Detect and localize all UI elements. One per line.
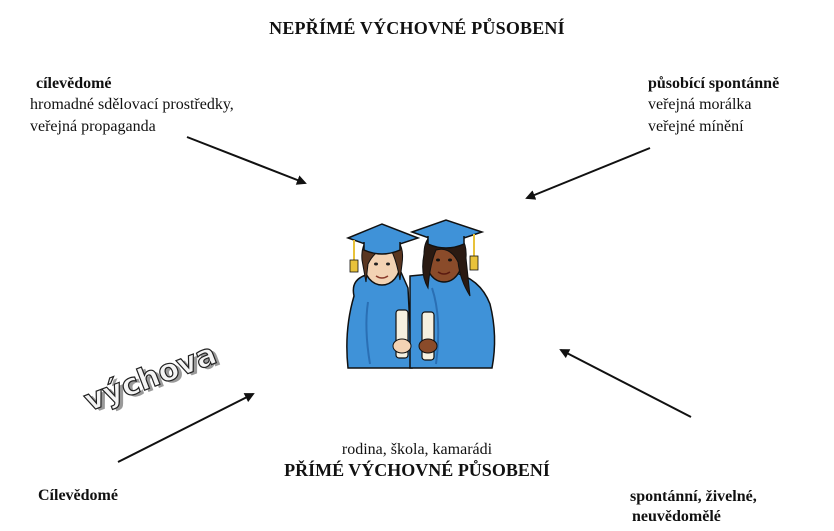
top-right-block: působící spontánně veřejná morálka veřej… xyxy=(648,74,779,138)
arrow-icon xyxy=(559,349,692,418)
top-left-line: veřejná propaganda xyxy=(30,118,156,135)
top-right-line: veřejné mínění xyxy=(648,118,744,135)
bottom-right-line: spontánní, živelné, xyxy=(630,488,757,505)
page-title-indirect: NEPŘÍMÉ VÝCHOVNÉ PŮSOBENÍ xyxy=(269,18,565,38)
graduates-clipart-icon xyxy=(345,219,496,369)
page-title-direct: PŘÍMÉ VÝCHOVNÉ PŮSOBENÍ xyxy=(284,460,550,480)
direct-influence-subtitle: rodina, škola, kamarádi xyxy=(341,441,493,458)
bottom-right-line: neuvědomělé xyxy=(632,508,721,525)
top-left-line: hromadné sdělovací prostředky, xyxy=(30,96,234,113)
top-right-line: veřejná morálka xyxy=(648,96,752,113)
bottom-right-label: spontánní, živelné, neuvědomělé xyxy=(630,487,757,527)
arrow-icon xyxy=(525,147,651,200)
arrow-icon xyxy=(117,393,255,463)
top-right-heading: působící spontánně xyxy=(648,75,780,92)
arrow-icon xyxy=(186,136,307,185)
top-left-block: cílevědomé hromadné sdělovací prostředky… xyxy=(30,74,234,138)
top-left-heading: cílevědomé xyxy=(36,75,112,92)
bottom-left-label: Cílevědomé xyxy=(38,487,118,504)
